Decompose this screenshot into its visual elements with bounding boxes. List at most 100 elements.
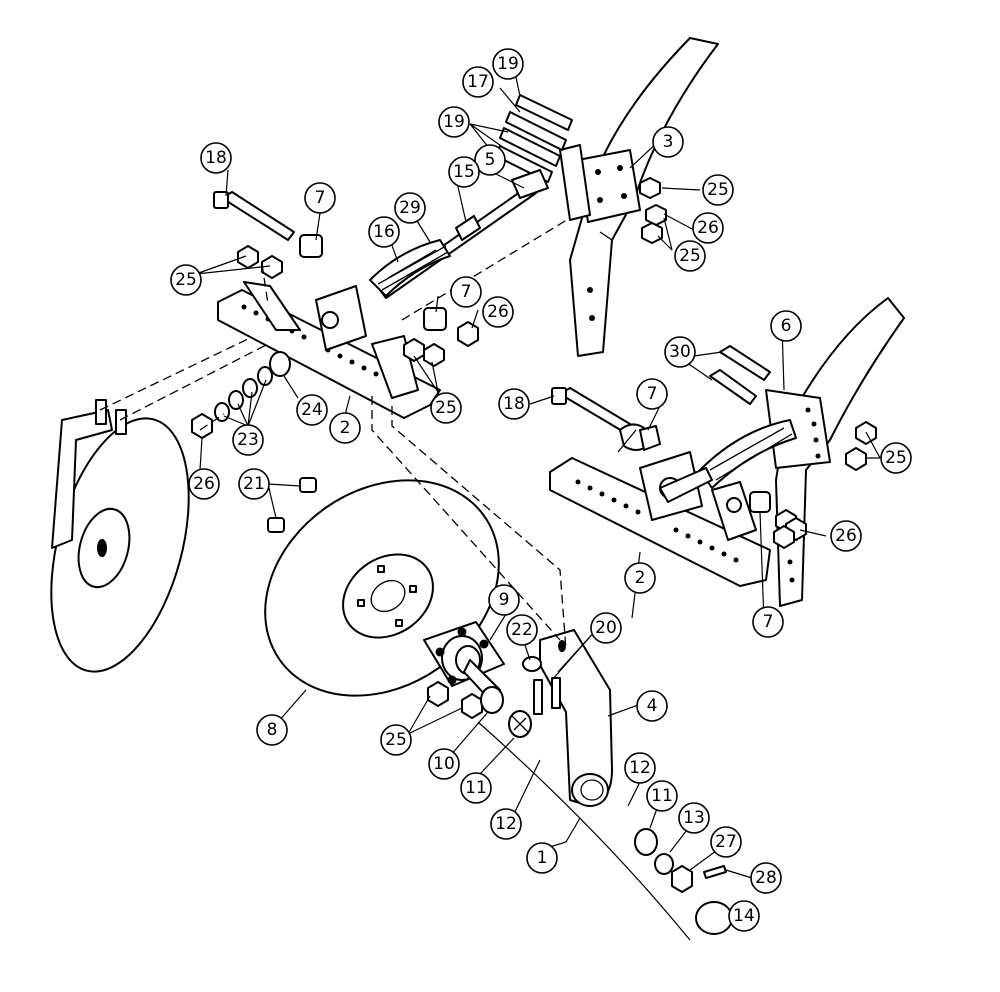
svg-text:25: 25 <box>707 180 729 200</box>
callout-25: 25 <box>880 442 912 474</box>
callout-1: 1 <box>526 842 558 874</box>
callout-11: 11 <box>646 780 678 812</box>
svg-text:29: 29 <box>399 198 421 218</box>
nut-25-b <box>261 255 283 279</box>
castle-nut-27 <box>671 865 693 893</box>
callout-26: 26 <box>188 468 220 500</box>
assembly-lines <box>99 217 571 651</box>
callout-11: 11 <box>460 772 492 804</box>
nut-25-a <box>237 245 259 269</box>
callout-6: 6 <box>770 310 802 342</box>
callouts: 1 2 2 3 4 5 6 7 7 7 7 8 9 10 11 11 12 12… <box>170 48 912 932</box>
svg-text:25: 25 <box>175 270 197 290</box>
svg-text:20: 20 <box>595 618 617 638</box>
svg-text:11: 11 <box>465 778 487 798</box>
washer-22 <box>522 656 542 672</box>
callout-22: 22 <box>506 614 538 646</box>
spacer-bushing-upper <box>299 234 323 258</box>
nut-25-d <box>423 343 445 367</box>
svg-text:6: 6 <box>781 316 792 336</box>
callout-25: 25 <box>674 240 706 272</box>
svg-text:2: 2 <box>340 418 351 438</box>
callout-29: 29 <box>394 192 426 224</box>
callout-12: 12 <box>490 808 522 840</box>
svg-text:21: 21 <box>243 474 265 494</box>
assembly-leader <box>477 721 691 941</box>
callout-23: 23 <box>232 424 264 456</box>
callout-7: 7 <box>752 606 784 638</box>
callout-28: 28 <box>750 862 782 894</box>
spindle-arm <box>539 629 613 807</box>
callout-26: 26 <box>692 212 724 244</box>
callout-26: 26 <box>830 520 862 552</box>
callout-5: 5 <box>474 144 506 176</box>
svg-text:18: 18 <box>503 394 525 414</box>
svg-text:15: 15 <box>453 162 475 182</box>
callout-9: 9 <box>488 584 520 616</box>
seal-10 <box>480 686 504 714</box>
callout-15: 15 <box>448 156 480 188</box>
callout-7: 7 <box>636 378 668 410</box>
svg-text:1: 1 <box>537 848 548 868</box>
svg-text:18: 18 <box>205 148 227 168</box>
clamp-bolts <box>495 94 573 183</box>
bolt-20-b <box>551 677 561 709</box>
svg-text:28: 28 <box>755 868 777 888</box>
svg-text:23: 23 <box>237 430 259 450</box>
svg-text:22: 22 <box>511 620 533 640</box>
hub-assembly <box>423 621 505 701</box>
svg-text:26: 26 <box>487 302 509 322</box>
svg-text:7: 7 <box>763 612 774 632</box>
svg-text:25: 25 <box>435 398 457 418</box>
svg-text:19: 19 <box>497 54 519 74</box>
dust-cap-14 <box>695 901 733 935</box>
callout-4: 4 <box>636 690 668 722</box>
right-mount-bar <box>549 451 771 587</box>
nuts-26-right <box>773 509 807 549</box>
callout-19: 19 <box>492 48 524 80</box>
callout-16: 16 <box>368 216 400 248</box>
callout-2: 2 <box>624 562 656 594</box>
callout-19: 19 <box>438 106 470 138</box>
callout-20: 20 <box>590 612 622 644</box>
callout-12: 12 <box>624 752 656 784</box>
svg-text:14: 14 <box>733 906 755 926</box>
trip-rod-spring <box>369 169 549 299</box>
svg-text:25: 25 <box>885 448 907 468</box>
svg-text:19: 19 <box>443 112 465 132</box>
callout-2: 2 <box>329 412 361 444</box>
nut-26-upper <box>457 321 479 347</box>
right-spring <box>659 419 797 503</box>
callout-21: 21 <box>238 468 270 500</box>
svg-text:11: 11 <box>651 786 673 806</box>
callout-10: 10 <box>428 748 460 780</box>
nut-25-c <box>403 338 425 362</box>
svg-text:26: 26 <box>835 526 857 546</box>
svg-text:12: 12 <box>629 758 651 778</box>
callout-25: 25 <box>430 392 462 424</box>
bolt-20-a <box>533 679 543 715</box>
bar-holes-right <box>575 479 739 563</box>
svg-text:10: 10 <box>433 754 455 774</box>
svg-text:7: 7 <box>315 188 326 208</box>
callout-24: 24 <box>296 394 328 426</box>
callout-25: 25 <box>702 174 734 206</box>
bearing-11-b <box>634 828 658 856</box>
callout-17: 17 <box>462 66 494 98</box>
svg-text:8: 8 <box>267 720 278 740</box>
callout-7: 7 <box>450 276 482 308</box>
callout-18: 18 <box>200 142 232 174</box>
svg-text:7: 7 <box>647 384 658 404</box>
svg-text:26: 26 <box>193 474 215 494</box>
left-disc <box>50 399 190 673</box>
right-bolts <box>551 345 771 451</box>
svg-text:16: 16 <box>373 222 395 242</box>
spacer-bushing-mid <box>423 307 447 331</box>
svg-text:26: 26 <box>697 218 719 238</box>
svg-text:25: 25 <box>679 246 701 266</box>
svg-text:2: 2 <box>635 568 646 588</box>
svg-text:9: 9 <box>499 590 510 610</box>
nut-25-e <box>427 681 449 707</box>
